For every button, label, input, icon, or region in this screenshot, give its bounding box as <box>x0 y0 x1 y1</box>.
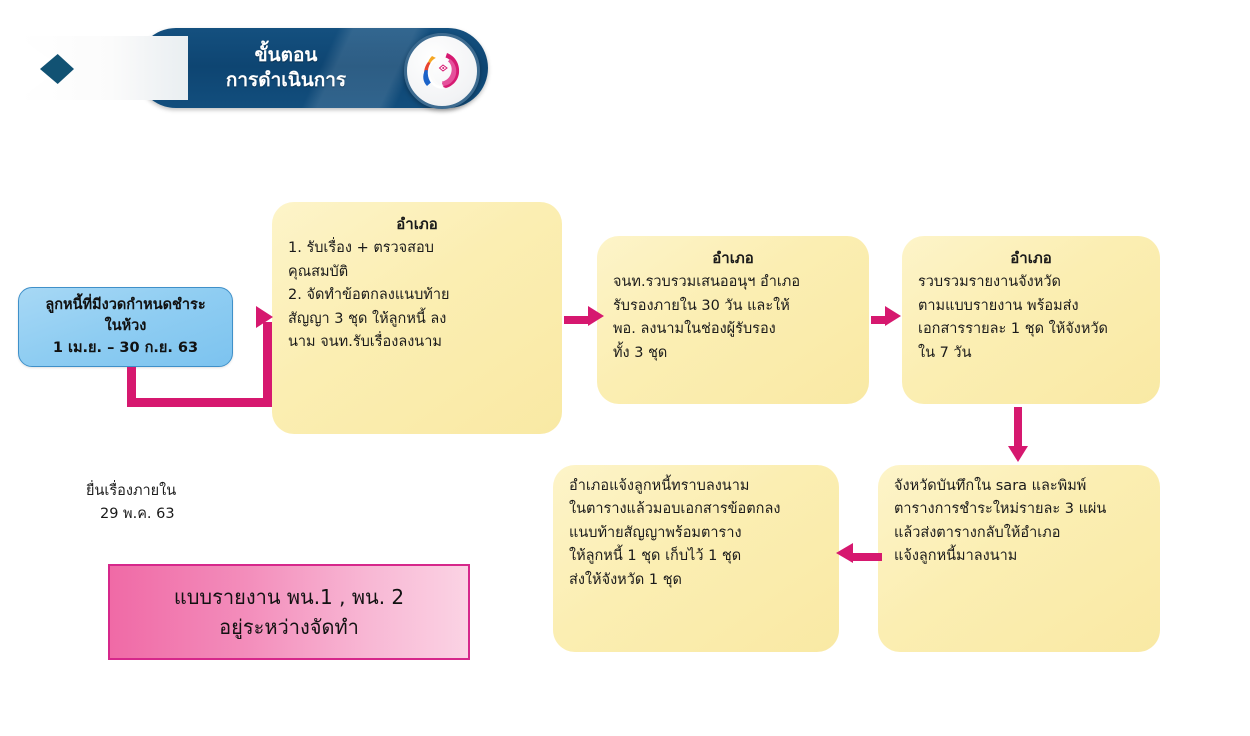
node-step-2-amphoe-approve[interactable]: อำเภอ จนท.รวบรวมเสนออนุฯ อำเภอ รับรองภาย… <box>597 236 869 404</box>
note-deadline-line2: 29 พ.ค. 63 <box>100 506 175 523</box>
node-step-3-title: อำเภอ <box>1010 249 1052 267</box>
node-start-line3: 1 เม.ย. – 30 ก.ย. 63 <box>52 339 199 356</box>
connector-start-to-step1-segment-right <box>127 398 272 407</box>
ministry-logo-icon <box>404 33 480 109</box>
node-step-2-body: จนท.รวบรวมเสนออนุฯ อำเภอ รับรองภายใน 30 … <box>613 274 801 361</box>
callout-report-forms-pending[interactable]: แบบรายงาน พน.1 , พน. 2 อยู่ระหว่างจัดทำ <box>108 564 470 660</box>
node-step-3-body: รวบรวมรายงานจังหวัด ตามแบบรายงาน พร้อมส่… <box>918 274 1108 361</box>
connector-step3-to-step5 <box>1014 407 1022 449</box>
node-step-4-amphoe-notify-debtor[interactable]: อำเภอแจ้งลูกหนี้ทราบลงนาม ในตารางแล้วมอบ… <box>553 465 839 652</box>
arrow-head-right-icon <box>885 306 901 326</box>
connector-start-to-step1-segment-up <box>263 322 272 407</box>
node-start-line2: ในห้วง <box>104 318 147 335</box>
arrow-head-right-icon <box>588 306 604 326</box>
node-step-3-amphoe-report[interactable]: อำเภอ รวบรวมรายงานจังหวัด ตามแบบรายงาน พ… <box>902 236 1160 404</box>
connector-step2-to-step3 <box>871 316 887 324</box>
connector-step1-to-step2 <box>564 316 590 324</box>
arrow-head-down-icon <box>1008 446 1028 462</box>
node-step-1-amphoe-receive[interactable]: อำเภอ 1. รับเรื่อง + ตรวจสอบ คุณสมบัติ 2… <box>272 202 562 434</box>
node-step-5-body: จังหวัดบันทึกใน sara และพิมพ์ ตารางการชำ… <box>894 478 1107 565</box>
connector-start-to-step1-segment-down <box>127 367 136 407</box>
connector-step5-to-step4 <box>853 553 882 561</box>
node-step-1-body: 1. รับเรื่อง + ตรวจสอบ คุณสมบัติ 2. จัดท… <box>288 240 450 351</box>
arrow-head-left-icon <box>836 543 853 563</box>
note-deadline-line1: ยื่นเรื่องภายใน <box>86 483 177 499</box>
callout-line1: แบบรายงาน พน.1 , พน. 2 <box>173 585 405 609</box>
callout-line2: อยู่ระหว่างจัดทำ <box>219 615 359 639</box>
node-step-4-body: อำเภอแจ้งลูกหนี้ทราบลงนาม ในตารางแล้วมอบ… <box>569 478 781 588</box>
node-step-5-province-record-sara[interactable]: จังหวัดบันทึกใน sara และพิมพ์ ตารางการชำ… <box>878 465 1160 652</box>
node-start-line1: ลูกหนี้ที่มีงวดกำหนดชำระ <box>45 297 206 314</box>
node-step-1-title: อำเภอ <box>396 215 438 233</box>
arrow-head-right-icon <box>256 306 273 328</box>
note-submission-deadline: ยื่นเรื่องภายใน 29 พ.ค. 63 <box>86 480 306 526</box>
node-step-2-title: อำเภอ <box>712 249 754 267</box>
node-start-debtor-period[interactable]: ลูกหนี้ที่มีงวดกำหนดชำระ ในห้วง 1 เม.ย. … <box>18 287 233 367</box>
